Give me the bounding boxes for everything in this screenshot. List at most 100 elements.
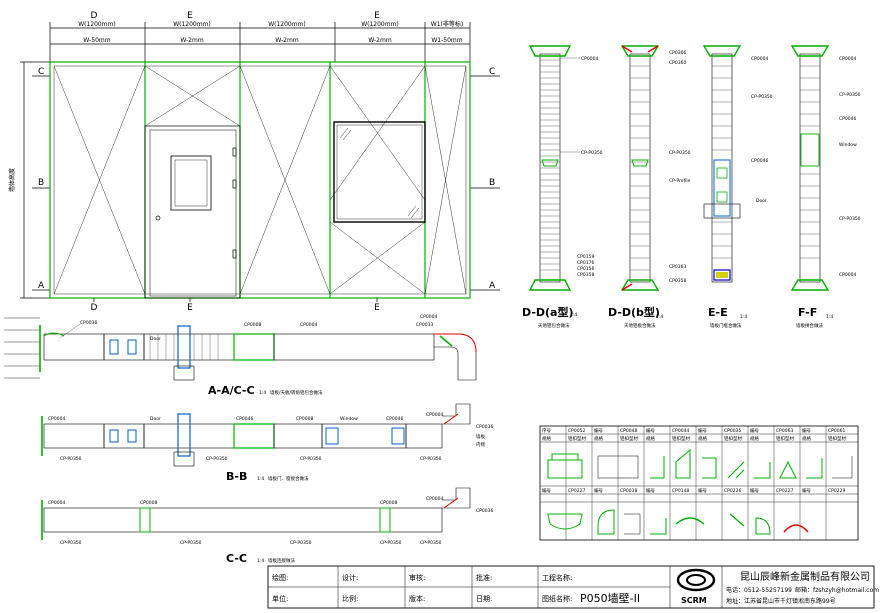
profile-sketch-14 bbox=[650, 518, 667, 535]
legend-h-7: 编号 bbox=[698, 427, 707, 434]
company-phone: 电话：0512-55257199 bbox=[726, 586, 792, 594]
bb-label-2: Door bbox=[150, 416, 161, 422]
bb-label-9: CP-P0350 bbox=[60, 456, 82, 462]
legend-r2-4: CP0038 bbox=[620, 488, 637, 494]
cc-label-4: CP0004 bbox=[426, 496, 443, 502]
elevation-view: W(1200mm) W(1200mm) W(1200mm) W(1200mm) … bbox=[8, 11, 500, 313]
tb-approve: 批准: bbox=[476, 573, 492, 582]
bb-label-8: CP0036 bbox=[476, 424, 493, 430]
profile-sketch-9 bbox=[806, 458, 823, 479]
legend-r2-10: CP0227 bbox=[776, 488, 793, 494]
legend-s-2: 铝扣型材 bbox=[568, 435, 586, 442]
profile-sketch-13 bbox=[624, 513, 641, 535]
profile-sketch-11 bbox=[547, 513, 583, 530]
dd-a-label-6: CP0358 bbox=[577, 272, 594, 278]
dd-b-label-4: CP-Profile bbox=[669, 178, 691, 184]
legend-r2-5: 编号 bbox=[646, 487, 655, 494]
profile-sketch-12 bbox=[597, 509, 615, 535]
tb-date: 日期: bbox=[476, 595, 492, 603]
dd-b-label-3: CP-P0350 bbox=[669, 150, 691, 156]
aa-scale: 1:4 bbox=[259, 390, 266, 396]
dd-b-caption: 天地铝板合做法 bbox=[624, 322, 656, 329]
window-elevation bbox=[333, 121, 426, 223]
cc-label-10: CP-P0350 bbox=[420, 540, 442, 546]
ff-caption: 墙板拼合做法 bbox=[796, 322, 823, 329]
legend-s-6: 铝扣型材 bbox=[672, 435, 690, 442]
col-width-5: W1(非等标) bbox=[431, 20, 463, 28]
legend-r2-1: 编号 bbox=[542, 487, 551, 494]
cc-label-1: CP0004 bbox=[48, 500, 65, 506]
dd-a-caption: 天地铝包合做法 bbox=[538, 322, 570, 329]
aa-label-1: CP0036 bbox=[80, 320, 97, 326]
side-letter-b-right: B bbox=[489, 178, 495, 188]
profile-sketch-1 bbox=[547, 453, 583, 479]
legend-h-8: CP0035 bbox=[724, 428, 741, 434]
ff-title: F-F bbox=[798, 306, 817, 319]
bb-caption: 墙板门、窗接合做法 bbox=[268, 475, 309, 482]
bb-scale: 1:4 bbox=[257, 476, 264, 482]
plan-sections: CP0036 Door CP0008 CP0004 CP0004 CP0033 … bbox=[4, 314, 493, 565]
legend-s-10: 铝扣型材 bbox=[776, 435, 794, 442]
profile-legend-table: 序号 CP0052 编号 CP0048 编号 CP0044 编号 CP0035 … bbox=[539, 425, 859, 541]
cc-label-2: CP0008 bbox=[140, 500, 157, 506]
ee-caption: 墙板门框合做法 bbox=[710, 322, 742, 329]
cc-label-8: CP-P0350 bbox=[290, 540, 312, 546]
cut-letter-bottom-d: D bbox=[91, 303, 98, 313]
dd-a-label-2: CP-P0350 bbox=[581, 150, 603, 156]
legend-h-12: CP0061 bbox=[828, 428, 845, 434]
ff-label-6: CP0004 bbox=[839, 272, 856, 278]
ee-label-4: Door bbox=[756, 198, 767, 204]
legend-h-4: CP0048 bbox=[620, 428, 637, 434]
legend-h-11: 编号 bbox=[802, 427, 811, 434]
cc-label-7: CP-P0350 bbox=[180, 540, 202, 546]
dd-b-label-2: CP0360 bbox=[669, 60, 686, 66]
ee-label-1: CP0004 bbox=[751, 56, 768, 62]
legend-s-9: 规格 bbox=[750, 435, 759, 442]
dd-a-title: D-D(a型) bbox=[522, 305, 574, 319]
profile-sketch-10 bbox=[832, 456, 853, 479]
cc-caption: 墙板连接做法 bbox=[268, 557, 295, 564]
bb-label-12: CP-P0350 bbox=[420, 456, 442, 462]
logo-text: SCRM bbox=[681, 596, 707, 605]
legend-s-11: 规格 bbox=[802, 435, 811, 442]
plan-aa: CP0036 Door CP0008 CP0004 CP0004 CP0033 … bbox=[4, 314, 477, 397]
legend-s-4: 铝扣型材 bbox=[620, 435, 638, 442]
dd-a-label-5: CP0156 bbox=[577, 266, 594, 272]
col-subwidth-5: W1-50mm bbox=[431, 37, 462, 44]
vertical-sections: CP0004 CP-P0350 CP0159 CP0176 CP0156 CP0… bbox=[522, 45, 861, 329]
legend-r2-9: 编号 bbox=[750, 487, 759, 494]
ee-scale: 1:4 bbox=[740, 314, 747, 320]
tb-review: 审核: bbox=[409, 573, 425, 582]
tb-drawing-name-value: P050墙壁-II bbox=[580, 591, 640, 605]
profile-sketch-16 bbox=[729, 513, 745, 527]
cc-label-9: CP-P0350 bbox=[380, 540, 402, 546]
cc-label-5: CP0036 bbox=[476, 508, 493, 514]
ee-title: E-E bbox=[708, 306, 728, 319]
bb-label-1: CP0004 bbox=[48, 416, 65, 422]
col-width-2: W(1200mm) bbox=[173, 21, 211, 28]
legend-r2-6: CP0148 bbox=[672, 488, 689, 494]
legend-s-1: 规格 bbox=[542, 435, 551, 442]
bb-title: B-B bbox=[226, 470, 247, 483]
aa-caption: 墙板/天板/转角铝包合做法 bbox=[270, 389, 323, 396]
cut-letter-top-e2: E bbox=[374, 11, 380, 21]
dd-a-scale: 1:4 bbox=[570, 312, 577, 318]
cut-letter-bottom-e: E bbox=[187, 303, 193, 313]
ff-label-4: Window bbox=[839, 142, 857, 148]
company-address: 地址：江苏省昆山市千灯镇淞南东路99号 bbox=[726, 597, 836, 605]
profile-sketch-8 bbox=[779, 460, 797, 479]
ee-label-2: CP-P0350 bbox=[751, 94, 773, 100]
dd-a-label-4: CP0176 bbox=[577, 260, 594, 266]
col-subwidth-3: W-2mm bbox=[275, 37, 299, 44]
ff-label-5: CP-P0350 bbox=[839, 216, 861, 222]
bb-side-note2: 内侧 bbox=[476, 441, 485, 448]
profile-sketch-2 bbox=[597, 455, 639, 479]
cc-label-3: CP0008 bbox=[380, 500, 397, 506]
tb-version: 版本: bbox=[409, 594, 425, 603]
legend-r2-8: CP0226 bbox=[724, 488, 741, 494]
profile-sketch-15 bbox=[675, 517, 705, 525]
legend-s-5: 规格 bbox=[646, 435, 655, 442]
tb-design: 设计: bbox=[342, 573, 358, 582]
aa-label-5: CP0004 bbox=[420, 314, 437, 320]
